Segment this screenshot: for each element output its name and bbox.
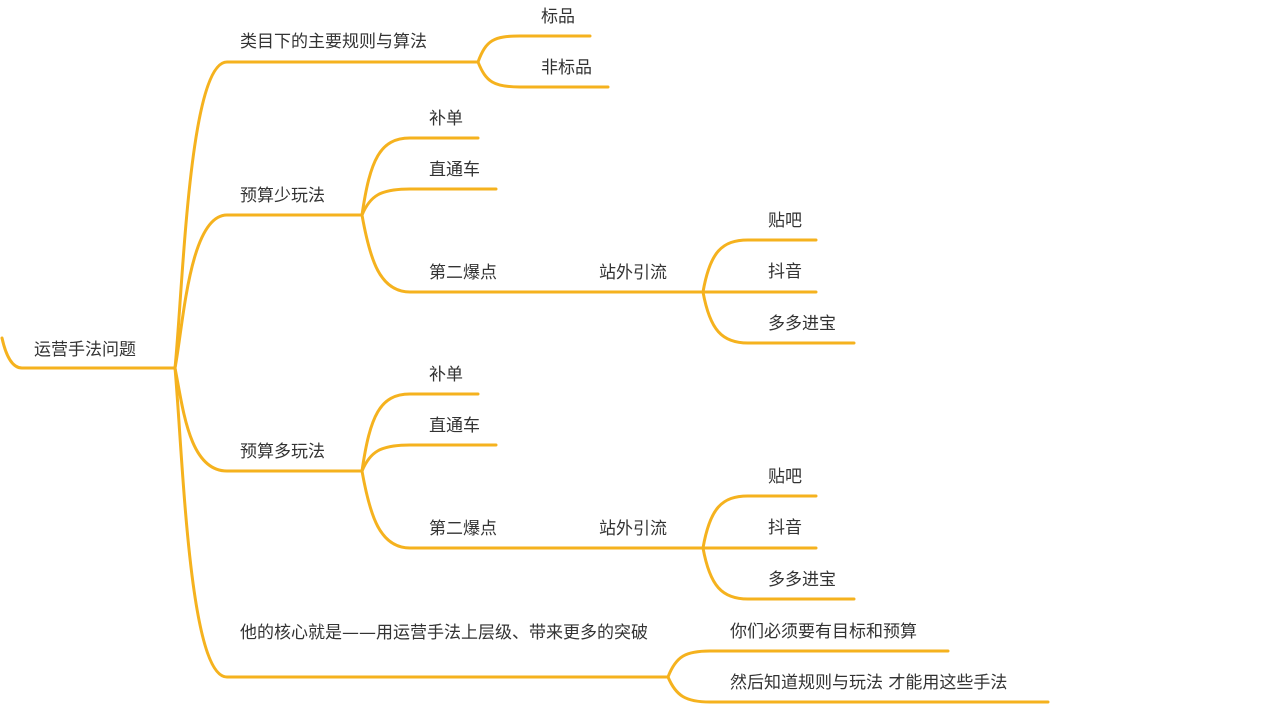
connector-core-rules xyxy=(666,675,1050,704)
high-budget-leaf-tieba[interactable]: 贴吧 xyxy=(768,467,802,487)
connector-low-second-hit xyxy=(360,213,705,294)
connector-standard-product xyxy=(476,34,592,64)
high-budget-order-boost[interactable]: 补单 xyxy=(429,365,463,385)
high-budget-leaf-duoduojinbao[interactable]: 多多进宝 xyxy=(768,570,836,590)
low-budget-offsite-traffic[interactable]: 站外引流 xyxy=(599,263,667,283)
root-node[interactable]: 运营手法问题 xyxy=(34,340,136,360)
low-budget-second-hit[interactable]: 第二爆点 xyxy=(429,263,497,283)
connector-low-order-boost xyxy=(360,136,480,217)
connector-high-through-train xyxy=(360,443,498,473)
connector-core-goals xyxy=(666,649,950,679)
branch-core-summary[interactable]: 他的核心就是——用运营手法上层级、带来更多的突破 xyxy=(240,623,648,643)
high-budget-second-hit[interactable]: 第二爆点 xyxy=(429,519,497,539)
low-budget-through-train[interactable]: 直通车 xyxy=(429,160,480,180)
low-budget-order-boost[interactable]: 补单 xyxy=(429,109,463,129)
connector-branch-core xyxy=(173,366,670,679)
branch-rules-algorithms[interactable]: 类目下的主要规则与算法 xyxy=(240,32,427,52)
leaf-standard-product[interactable]: 标品 xyxy=(541,7,575,27)
connector-high-duoduojinbao xyxy=(701,546,856,601)
connector-low-duoduojinbao xyxy=(701,290,856,345)
high-budget-through-train[interactable]: 直通车 xyxy=(429,416,480,436)
connector-high-second-hit xyxy=(360,469,705,550)
connector-high-order-boost xyxy=(360,392,480,473)
connector-branch-high-budget xyxy=(173,366,364,473)
branch-low-budget[interactable]: 预算少玩法 xyxy=(240,186,325,206)
low-budget-leaf-tieba[interactable]: 贴吧 xyxy=(768,211,802,231)
low-budget-leaf-duoduojinbao[interactable]: 多多进宝 xyxy=(768,314,836,334)
connector-nonstandard-product xyxy=(476,60,610,89)
core-leaf-goals-budget[interactable]: 你们必须要有目标和预算 xyxy=(730,622,917,642)
connector-branch-rules xyxy=(173,60,480,370)
connector-branch-low-budget xyxy=(173,213,364,370)
low-budget-leaf-douyin[interactable]: 抖音 xyxy=(768,262,802,282)
connector-high-tieba xyxy=(701,494,818,550)
high-budget-offsite-traffic[interactable]: 站外引流 xyxy=(599,519,667,539)
leaf-nonstandard-product[interactable]: 非标品 xyxy=(541,58,592,78)
connector-low-through-train xyxy=(360,187,498,217)
root-underline xyxy=(0,336,177,370)
branch-high-budget[interactable]: 预算多玩法 xyxy=(240,442,325,462)
high-budget-leaf-douyin[interactable]: 抖音 xyxy=(768,518,802,538)
connector-low-tieba xyxy=(701,238,818,294)
core-leaf-rules-methods[interactable]: 然后知道规则与玩法 才能用这些手法 xyxy=(730,673,1008,693)
